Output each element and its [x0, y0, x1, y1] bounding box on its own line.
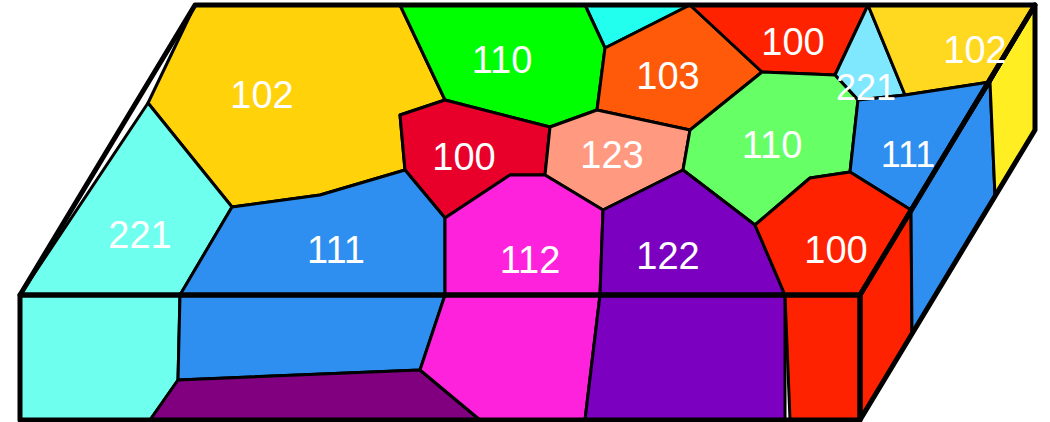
grain-front	[585, 295, 785, 420]
crystal-grain: 100	[755, 172, 911, 295]
miller-index: 102	[230, 76, 293, 114]
miller-index: 103	[636, 57, 699, 95]
miller-index: 123	[580, 136, 643, 174]
miller-index: 221	[108, 216, 171, 254]
grain-front	[178, 295, 445, 380]
miller-index: 111	[307, 231, 365, 269]
miller-index: 102	[943, 31, 1006, 69]
miller-index: 112	[500, 241, 561, 279]
miller-index: 122	[636, 237, 699, 275]
miller-index: 110	[472, 41, 533, 79]
miller-index: 221	[836, 70, 896, 106]
grain-front	[420, 295, 600, 420]
miller-index: 110	[742, 126, 803, 164]
crystal-grain: 111	[180, 170, 445, 295]
miller-index: 100	[804, 231, 867, 269]
grain-front	[785, 295, 860, 420]
miller-index: 100	[761, 23, 824, 61]
miller-index: 100	[432, 138, 495, 176]
miller-index: 111	[881, 137, 936, 173]
crystal-grain: 112	[445, 175, 603, 295]
grain-front	[20, 295, 180, 420]
